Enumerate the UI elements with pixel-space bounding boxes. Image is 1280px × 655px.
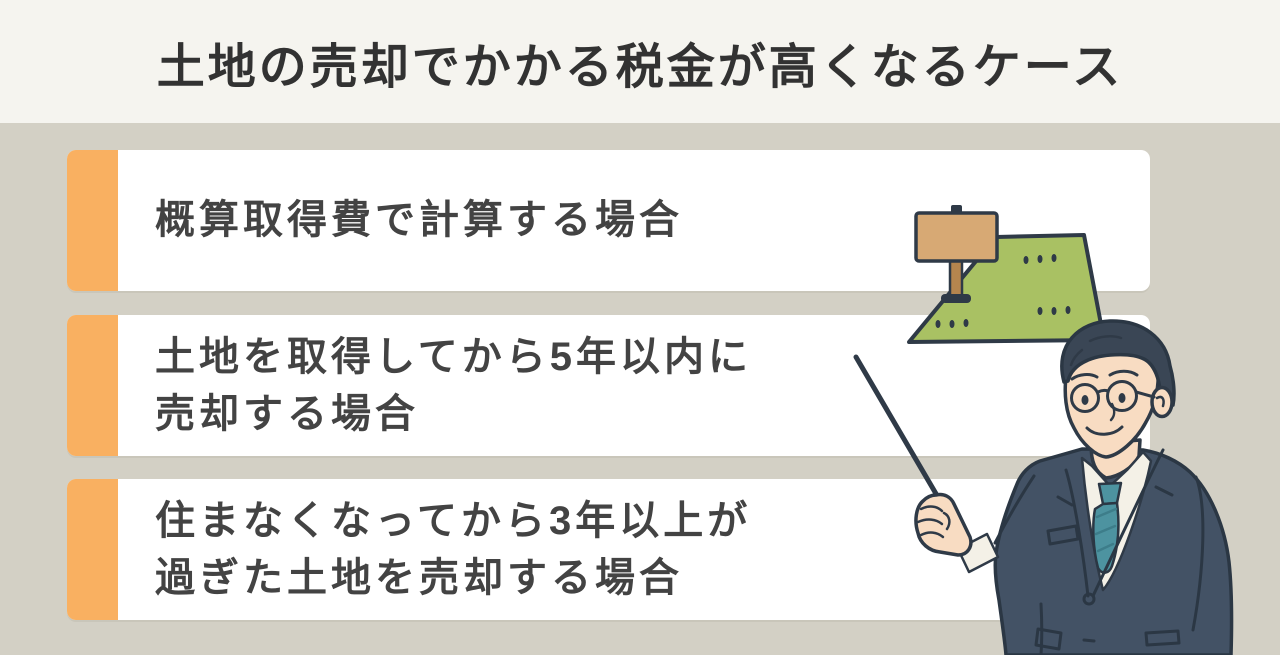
case-text: 土地を取得してから5年以内に 売却する場合	[155, 315, 1140, 456]
orange-accent-bar	[67, 150, 118, 291]
orange-accent-bar	[67, 479, 118, 620]
page-title: 土地の売却でかかる税金が高くなるケース	[156, 40, 1124, 94]
case-card: 概算取得費で計算する場合	[67, 150, 1150, 291]
case-card: 土地を取得してから5年以内に 売却する場合	[67, 315, 1150, 456]
case-line: 土地を取得してから5年以内に	[155, 334, 753, 379]
case-card: 住まなくなってから3年以上が 過ぎた土地を売却する場合	[67, 479, 1150, 620]
title-bar: 土地の売却でかかる税金が高くなるケース	[0, 0, 1280, 123]
case-text: 概算取得費で計算する場合	[155, 150, 1140, 291]
orange-accent-bar	[67, 315, 118, 456]
case-text: 住まなくなってから3年以上が 過ぎた土地を売却する場合	[155, 479, 1140, 620]
case-line: 住まなくなってから3年以上が	[155, 498, 752, 543]
case-line: 売却する場合	[155, 391, 419, 436]
case-line: 過ぎた土地を売却する場合	[155, 555, 683, 600]
case-line: 概算取得費で計算する場合	[155, 198, 683, 242]
